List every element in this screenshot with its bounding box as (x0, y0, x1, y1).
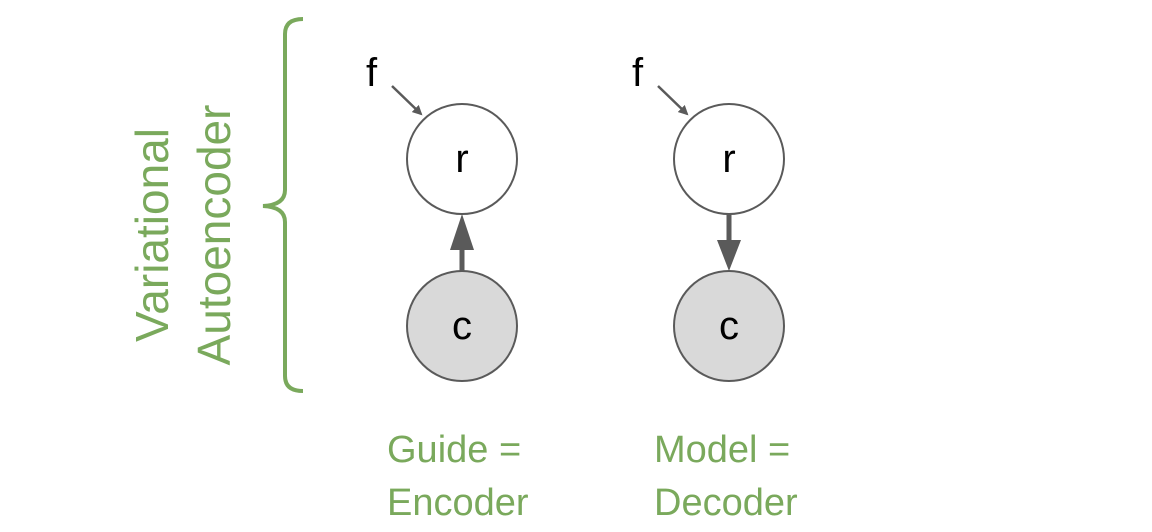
model-observed-label: c (719, 304, 739, 348)
guide-edge-arrowhead (450, 214, 474, 250)
guide-caption-line2: Encoder (387, 482, 529, 524)
guide-input-label: f (366, 51, 378, 95)
model-input-label: f (632, 51, 644, 95)
vae-label-line2: Autoencoder (188, 105, 240, 366)
model-panel: f r c Model = Decoder (632, 51, 798, 524)
guide-latent-label: r (455, 137, 468, 181)
model-latent-label: r (722, 137, 735, 181)
curly-bracket (262, 17, 304, 393)
vae-label: Variational Autoencoder (126, 105, 240, 366)
guide-input-arrow (391, 85, 423, 116)
guide-caption-line1: Guide = (387, 429, 521, 471)
guide-panel: f r c Guide = Encoder (366, 51, 529, 524)
model-edge-arrowhead (717, 240, 741, 271)
model-caption-line1: Model = (654, 429, 790, 471)
vae-label-line1: Variational (126, 128, 178, 342)
guide-observed-label: c (452, 304, 472, 348)
model-caption-line2: Decoder (654, 482, 798, 524)
model-input-arrow (657, 85, 689, 116)
